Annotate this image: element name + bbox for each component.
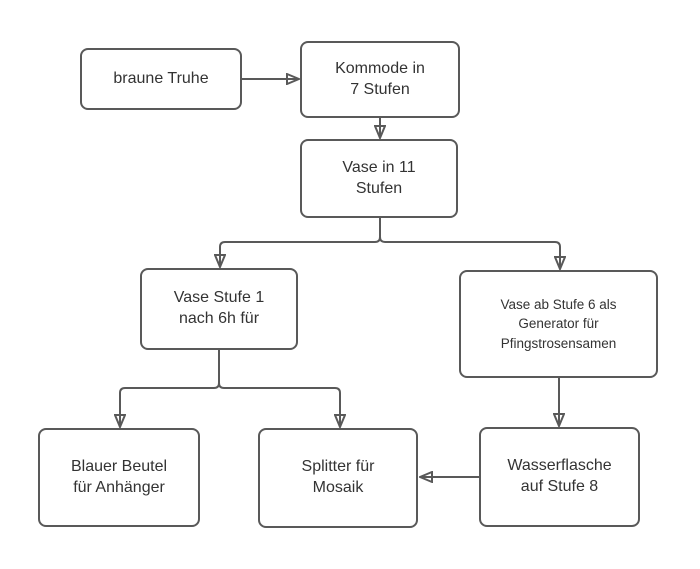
node-kommode-label: Kommode in 7 Stufen bbox=[335, 59, 425, 98]
node-wasserflasche: Wasserflasche auf Stufe 8 bbox=[479, 427, 640, 527]
node-vase-label: Vase in 11 Stufen bbox=[342, 158, 416, 197]
edge-vase-to-vase-stufe-1 bbox=[220, 218, 381, 267]
node-wasserflasche-label: Wasserflasche auf Stufe 8 bbox=[507, 457, 612, 495]
node-splitter-label: Splitter für Mosaik bbox=[301, 458, 375, 496]
node-kommode-in-7-stufen: Kommode in 7 Stufen bbox=[300, 41, 460, 118]
node-vase-ab-stufe-6: Vase ab Stufe 6 als Generator für Pfings… bbox=[459, 270, 658, 378]
node-braune-truhe: braune Truhe bbox=[80, 48, 242, 110]
edge-vase-stufe-1-to-splitter bbox=[218, 350, 340, 427]
node-vase-stufe-1: Vase Stufe 1 nach 6h für bbox=[140, 268, 298, 350]
edge-vase-stufe-1-to-blauer-beutel bbox=[120, 350, 220, 427]
node-splitter-fuer-mosaik: Splitter für Mosaik bbox=[258, 428, 418, 528]
node-vase-stufe-1-label: Vase Stufe 1 nach 6h für bbox=[173, 289, 265, 327]
node-blauer-beutel-label: Blauer Beutel für Anhänger bbox=[70, 457, 168, 496]
edge-vase-to-vase-ab-stufe-6 bbox=[379, 218, 560, 269]
node-blauer-beutel: Blauer Beutel für Anhänger bbox=[38, 428, 200, 527]
node-vase-ab-stufe-6-label: Vase ab Stufe 6 als Generator für Pfings… bbox=[500, 296, 617, 351]
node-vase-in-11-stufen: Vase in 11 Stufen bbox=[300, 139, 458, 218]
node-braune-truhe-label: braune Truhe bbox=[113, 69, 209, 87]
